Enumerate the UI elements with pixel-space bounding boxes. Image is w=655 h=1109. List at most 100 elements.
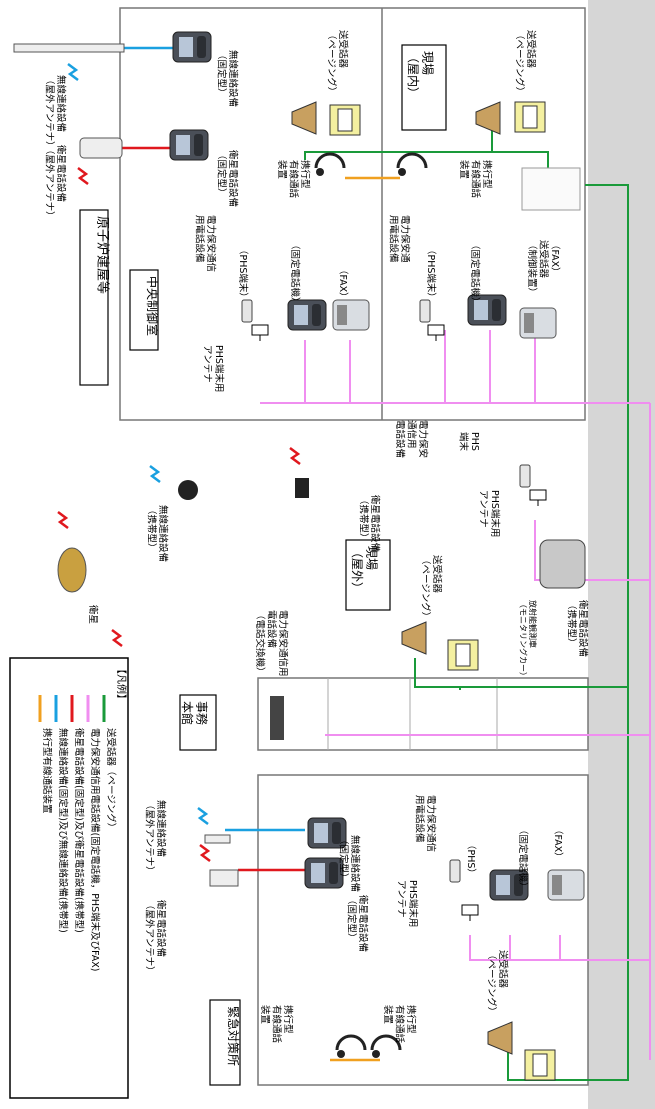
grey-band bbox=[588, 0, 655, 1109]
power-bottom-text: 電力保安通信用電話設備 bbox=[414, 795, 437, 852]
paging-speaker-bottom bbox=[487, 1021, 513, 1055]
phs-antenna-cr bbox=[251, 324, 269, 341]
radio-ant-top-text: 無線連絡設備（屋外アンテナ） bbox=[44, 75, 67, 151]
radio-fixed-phone-bottom bbox=[307, 817, 347, 849]
reactor-building-box bbox=[119, 7, 586, 421]
sat-fixed-top-text: 衛星電話設備（固定型） bbox=[216, 150, 239, 207]
paging-top-right-text: 送受話器（ページング） bbox=[514, 30, 537, 96]
site-inside-label: 現場（屋内） bbox=[406, 51, 434, 99]
radio-portable: 無線連絡設備（携帯型） bbox=[146, 505, 169, 562]
paging-bottom-text: 送受話器（ページング） bbox=[486, 950, 509, 1016]
paging-out-text: 送受話器（ページング） bbox=[420, 555, 443, 621]
fax-bottom-text: （FAX） bbox=[552, 825, 564, 862]
wired-bottom-left: 携行型有線通話装置 bbox=[259, 1005, 294, 1044]
legend-item-label-text: 無線連絡設備(固定型)及び無線連絡設備(携帯型) bbox=[57, 728, 69, 933]
wired-headset-bottom-right bbox=[370, 1034, 402, 1058]
paging-wire-top bbox=[304, 151, 549, 172]
phs-ant-out-text: PHS端末用アンテナ bbox=[478, 490, 501, 537]
paging-top-right: 送受話器（ページング） bbox=[514, 30, 537, 96]
fixed-phone-site bbox=[467, 294, 507, 326]
sat-portable-signal bbox=[289, 447, 301, 465]
legend: 【凡例】送受話器（ページング） 電力保安通信用電話設備(固定電話機，PHS端末及び… bbox=[38, 664, 128, 971]
site-outside-label-text: 現場（屋外） bbox=[350, 546, 378, 594]
power-wire-emerg bbox=[469, 935, 650, 961]
paging-handset-top-right bbox=[514, 101, 546, 133]
phs-bottom bbox=[449, 859, 461, 883]
phs-bottom-text: （PHS） bbox=[465, 840, 477, 878]
radio-portable-signal bbox=[149, 465, 161, 483]
radio-signal-icon bbox=[67, 63, 79, 81]
phs-bottom: （PHS） bbox=[465, 840, 477, 878]
power-out-text: 電力保安通信用電話設備 bbox=[394, 420, 429, 458]
paging-speaker-top-left bbox=[291, 101, 317, 135]
fixed-phone-bottom bbox=[489, 869, 529, 901]
phs-antenna-out bbox=[529, 489, 547, 506]
fax-site: （FAX）送受話器（制御装置） bbox=[526, 240, 561, 297]
radio-fixed-phone-top bbox=[172, 31, 212, 63]
legend-title: 【凡例】 bbox=[115, 664, 128, 704]
legend-item-label: 携行型有線通話装置 bbox=[41, 728, 53, 814]
monitoring-car: 放射能観測車（モニタリングカー） bbox=[518, 600, 538, 680]
satellite-text: 衛星 bbox=[87, 605, 99, 624]
control-room-label-frame bbox=[129, 269, 159, 351]
power-cr: 電力保安通信用電話設備 bbox=[194, 215, 217, 272]
wired-bottom-right-text: 携行型有線通話装置 bbox=[382, 1005, 417, 1044]
monitoring-car-text: 放射能観測車（モニタリングカー） bbox=[518, 600, 538, 680]
emergency-label: 緊急対策所 bbox=[226, 1006, 241, 1066]
radio-fixed-bottom: 無線連絡設備（固定型） bbox=[338, 835, 361, 892]
satellite-antenna-bottom bbox=[209, 869, 239, 887]
phs-site-text: （PHS端末） bbox=[425, 245, 437, 302]
site-outside-label: 現場（屋外） bbox=[350, 546, 378, 594]
site-outside-label-frame bbox=[345, 539, 391, 611]
phs-ant-bottom: PHS端末用アンテナ bbox=[396, 880, 419, 927]
office-label-frame bbox=[179, 694, 217, 751]
legend-item-label-text: 携行型有線通話装置 bbox=[41, 728, 53, 814]
office-label-text: 事務本館 bbox=[180, 701, 208, 725]
power-wire-out bbox=[534, 520, 650, 581]
legend-item-label-text: 送受話器（ページング） bbox=[105, 728, 117, 832]
phs-cr: （PHS端末） bbox=[237, 245, 249, 302]
wired-headset-top-right bbox=[396, 152, 428, 176]
wired-top-left: 携行型有線通話装置 bbox=[276, 160, 311, 199]
sat-portable-icon bbox=[295, 478, 309, 498]
control-room-label: 中央制御室 bbox=[145, 276, 160, 336]
legend-item-label: 電力保安通信用電話設備(固定電話機，PHS端末及びFAX) bbox=[89, 728, 101, 971]
wired-bottom-right: 携行型有線通話装置 bbox=[382, 1005, 417, 1044]
radio-ant-bottom-text: 無線連絡設備（屋外アンテナ） bbox=[144, 800, 167, 876]
satellite: 衛星 bbox=[87, 605, 99, 624]
exchange-rack bbox=[270, 696, 284, 740]
phs-cr bbox=[241, 299, 253, 323]
phs-ant-cr: PHS端末用アンテナ bbox=[202, 345, 225, 392]
legend-item-label-text: 衛星電話設備(固定型)及び衛星電話設備(携帯型) bbox=[73, 728, 85, 933]
legend-item-label: 無線連絡設備(固定型)及び無線連絡設備(携帯型) bbox=[57, 728, 69, 933]
phs-out-text: PHS端末 bbox=[458, 432, 480, 452]
sat-fixed-phone-bottom bbox=[304, 857, 344, 889]
satellite-antenna-top bbox=[79, 137, 123, 159]
legend-item-label-text: 電力保安通信用電話設備(固定電話機，PHS端末及びFAX) bbox=[89, 728, 101, 971]
phs-antenna-bottom bbox=[461, 904, 479, 921]
sat-fixed-bottom: 衛星電話設備（固定型） bbox=[346, 895, 369, 952]
sat-fixed-bottom-text: 衛星電話設備（固定型） bbox=[346, 895, 369, 952]
paging-top-left-text: 送受話器（ページング） bbox=[326, 30, 349, 96]
radio-portable-text: 無線連絡設備（携帯型） bbox=[146, 505, 169, 562]
satellite-icon bbox=[57, 547, 87, 593]
paging-handset-top-left bbox=[329, 104, 361, 136]
paging-wire-mid bbox=[414, 658, 628, 688]
phs-out bbox=[519, 464, 531, 488]
control-room-label-text: 中央制御室 bbox=[145, 276, 160, 336]
emergency-label-text: 緊急対策所 bbox=[226, 1006, 241, 1066]
fixed-cr: （固定電話機） bbox=[289, 240, 301, 307]
satellite-link-2 bbox=[111, 629, 123, 647]
fax-cr: （FAX） bbox=[337, 265, 349, 302]
paging-out: 送受話器（ページング） bbox=[420, 555, 443, 621]
reactor-label-frame bbox=[79, 209, 109, 386]
labels: 原子炉建屋等中央制御室現場（屋内）現場（屋外）事務本館緊急対策所無線連絡設備（屋… bbox=[44, 30, 589, 1086]
emergency-label-frame bbox=[209, 999, 241, 1086]
fixed-bottom-text: （固定電話機） bbox=[517, 825, 529, 892]
sat-ant-bottom-text: 衛星電話設備（屋外アンテナ） bbox=[144, 900, 167, 976]
power-bottom: 電力保安通信用電話設備 bbox=[414, 795, 437, 852]
legend-item-label: 送受話器（ページング） bbox=[105, 728, 117, 832]
site-inside-label-frame bbox=[401, 44, 447, 131]
wired-top-right-text: 携行型有線通話装置 bbox=[458, 160, 493, 199]
paging-speaker-out bbox=[401, 621, 427, 655]
